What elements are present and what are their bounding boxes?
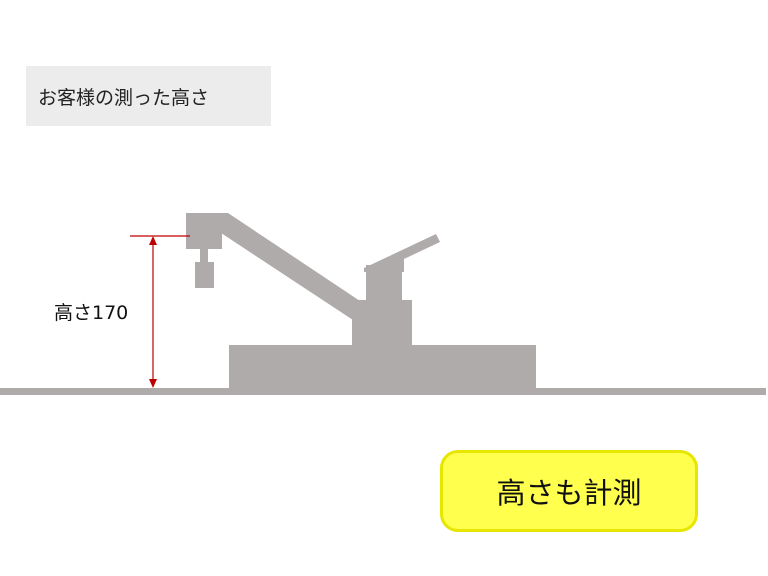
faucet-nozzle [195, 262, 214, 288]
title-label: お客様の測った高さ [38, 86, 210, 109]
measure-height-button[interactable]: 高さも計測 [440, 450, 698, 532]
title-label-box: お客様の測った高さ [26, 66, 271, 126]
faucet-spout [188, 213, 366, 322]
faucet-lever [364, 234, 440, 272]
faucet-nozzle-stem [200, 248, 208, 264]
dimension-arrow-top [149, 236, 157, 245]
faucet-spout-head [186, 213, 222, 249]
measure-height-button-label: 高さも計測 [496, 476, 642, 510]
dimension-arrow-bottom [149, 379, 157, 388]
height-label: 高さ170 [54, 302, 129, 324]
faucet-base [229, 345, 536, 389]
counter-line [0, 388, 766, 395]
